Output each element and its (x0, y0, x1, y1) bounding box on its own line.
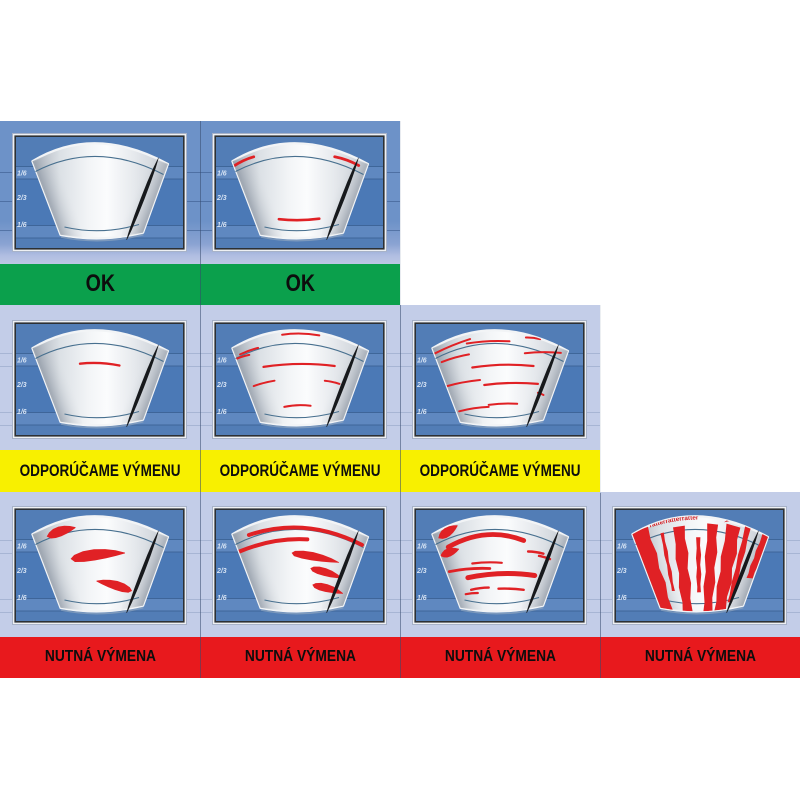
svg-text:1/6: 1/6 (217, 595, 227, 602)
svg-text:1/6: 1/6 (17, 170, 27, 177)
svg-text:1/6: 1/6 (217, 357, 227, 364)
svg-text:1/6: 1/6 (417, 595, 427, 602)
svg-text:1/6: 1/6 (617, 595, 627, 602)
svg-text:1/6: 1/6 (217, 408, 227, 415)
svg-text:2/3: 2/3 (416, 382, 427, 389)
svg-text:2/3: 2/3 (16, 568, 27, 575)
svg-text:1/6: 1/6 (17, 408, 27, 415)
svg-text:1/6: 1/6 (417, 408, 427, 415)
svg-text:1/6: 1/6 (217, 221, 227, 228)
svg-text:1/6: 1/6 (417, 357, 427, 364)
svg-text:2/3: 2/3 (216, 382, 227, 389)
svg-text:2/3: 2/3 (616, 568, 627, 575)
svg-text:1/6: 1/6 (17, 221, 27, 228)
svg-text:1/6: 1/6 (17, 544, 27, 551)
svg-text:2/3: 2/3 (216, 568, 227, 575)
svg-text:1/6: 1/6 (217, 170, 227, 177)
svg-text:1/6: 1/6 (17, 595, 27, 602)
svg-text:1/6: 1/6 (217, 544, 227, 551)
svg-text:2/3: 2/3 (16, 195, 27, 202)
svg-text:2/3: 2/3 (216, 195, 227, 202)
svg-text:1/6: 1/6 (17, 357, 27, 364)
svg-text:2/3: 2/3 (416, 568, 427, 575)
svg-text:2/3: 2/3 (16, 382, 27, 389)
svg-text:1/6: 1/6 (417, 544, 427, 551)
svg-text:1/6: 1/6 (617, 544, 627, 551)
